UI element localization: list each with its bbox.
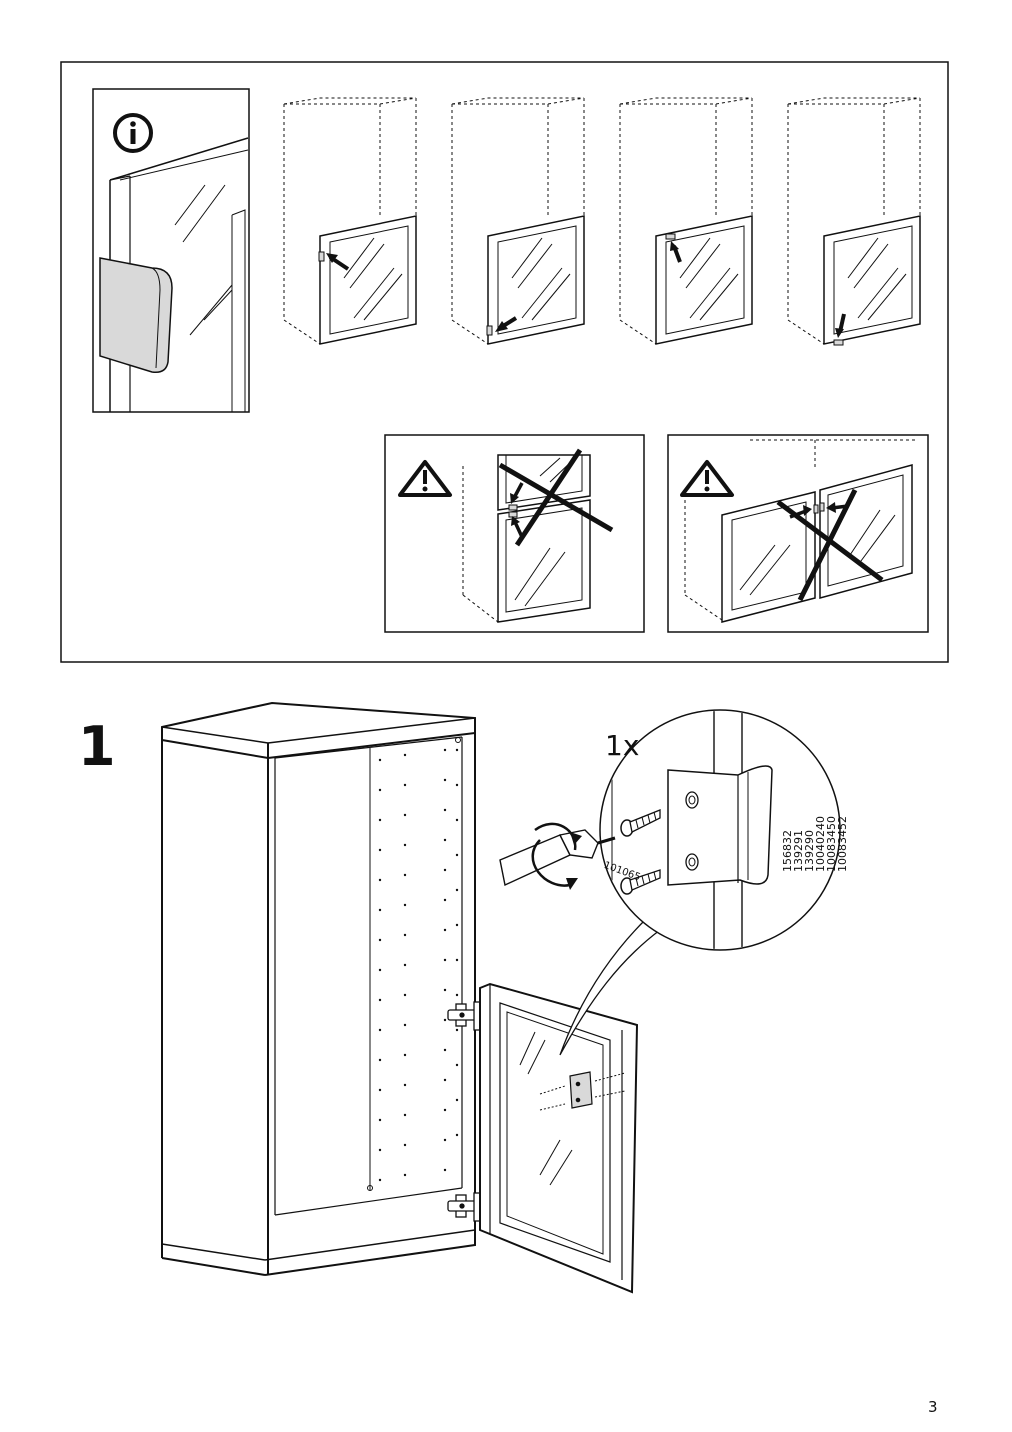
screw-icon [620,809,661,837]
warning-box-side-doors [667,434,929,633]
cabinet-diagram-4 [787,97,921,346]
quantity-label: 1x [605,729,640,762]
step-number: 1 [78,715,116,778]
detail-circle [599,709,841,951]
article-number: 10083452 [836,816,849,872]
cabinet-carcass [161,701,476,1276]
screwdriver-icon [499,822,616,890]
cabinet-diagram-3 [619,97,753,345]
article-numbers: 156832 139291 139290 10040240 10083450 1… [781,772,849,872]
warning-triangle-icon [398,460,452,497]
cabinet-diagram-1 [283,97,417,345]
glass-door [479,982,639,1294]
handle-icon [667,765,773,886]
page-number: 3 [928,1398,938,1416]
step-1-illustration [161,701,841,1294]
cabinet-diagram-2 [451,97,585,345]
info-panel [60,61,949,663]
handle-icon [99,257,173,374]
info-detail-box [92,88,250,413]
screw-icon [620,869,661,895]
info-icon [113,113,153,153]
warning-triangle-icon [680,460,734,497]
warning-box-stacked-doors [384,434,645,633]
handle-position-diagrams [283,97,921,346]
